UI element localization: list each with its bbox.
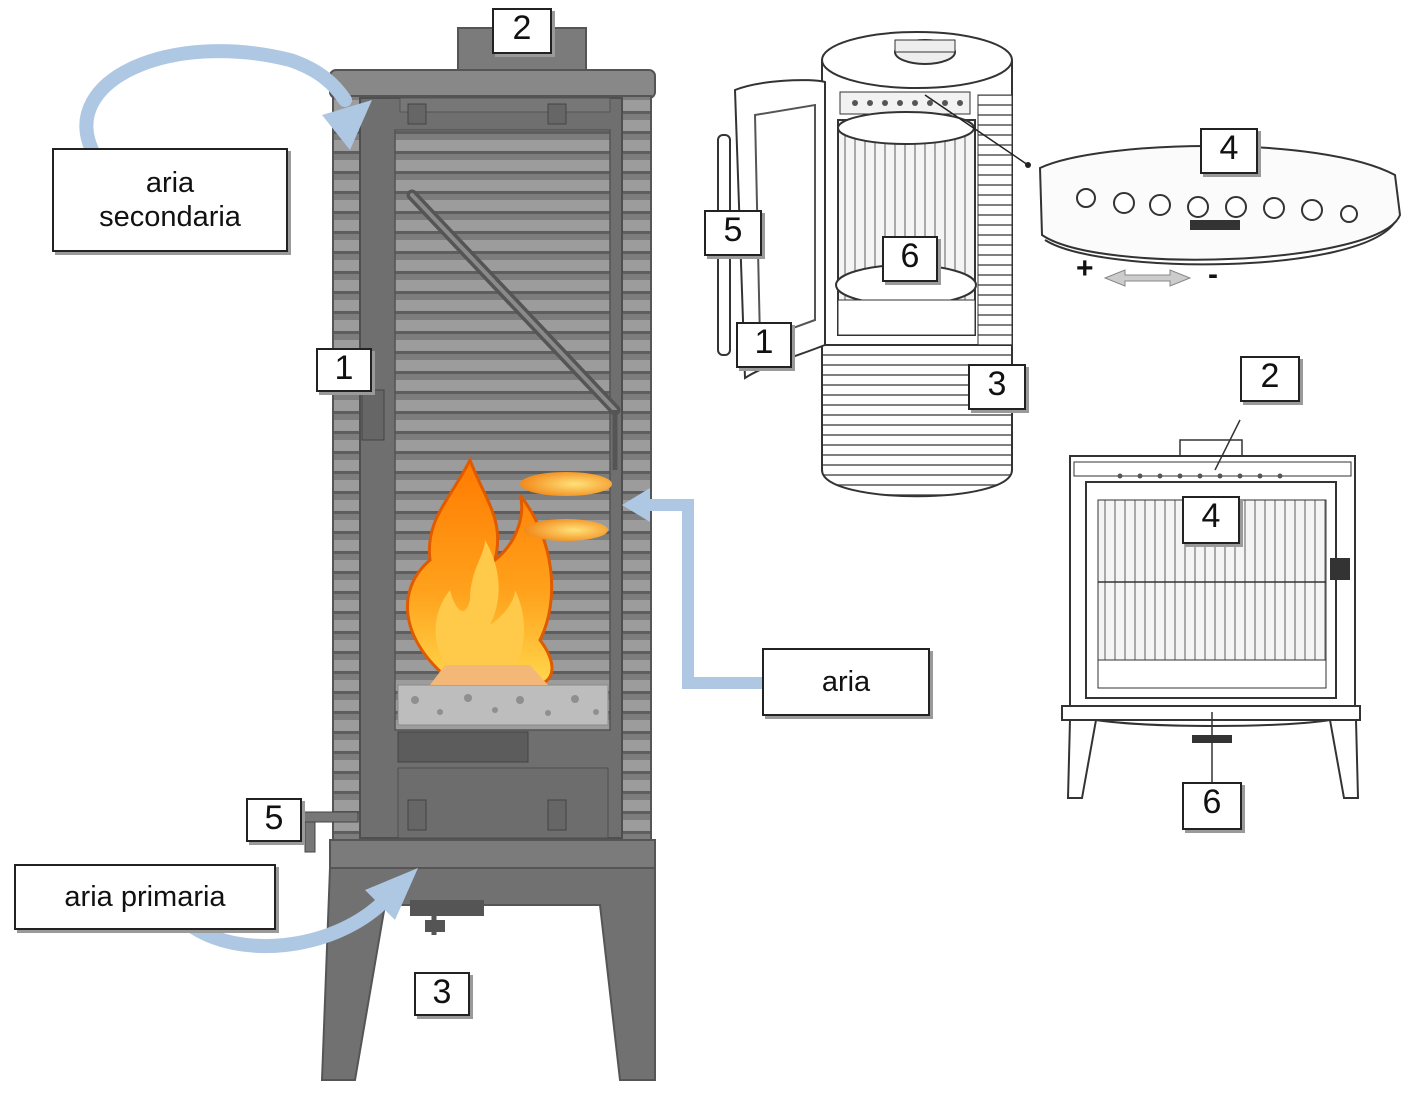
- callout-round-5: 5: [704, 210, 762, 256]
- callout-main-5: 5: [246, 798, 302, 842]
- callout-main-3: 3: [414, 972, 470, 1016]
- callout-box-6: 6: [1182, 782, 1242, 830]
- air-jet-upper: [520, 472, 612, 496]
- airflow-arrows: [79, 44, 765, 954]
- label-aria: aria: [762, 648, 930, 716]
- fire-flames: [406, 456, 554, 685]
- door-latch: [361, 389, 385, 441]
- plus-sign: +: [1076, 252, 1094, 285]
- callout-box-4: 4: [1182, 496, 1240, 544]
- callout-round-6: 6: [882, 236, 938, 282]
- ash-drawer: [397, 731, 529, 763]
- rect-stove: [1061, 419, 1361, 799]
- minus-sign: -: [1208, 258, 1218, 291]
- callout-main-1: 1: [316, 348, 372, 392]
- stove-base: [329, 839, 656, 869]
- ash-grate: [397, 684, 609, 726]
- label-aria-primaria: aria primaria: [14, 864, 276, 930]
- round-stove: [717, 31, 1031, 498]
- callout-round-3: 3: [968, 364, 1026, 410]
- primary-air-lever: [302, 811, 359, 823]
- callout-round-1: 1: [736, 322, 792, 368]
- stove-top-cap: [329, 69, 656, 99]
- side-air-arrow: [640, 499, 765, 689]
- primary-air-arrow: [183, 898, 387, 954]
- label-aria-secondaria: aria secondaria: [52, 148, 288, 252]
- callout-main-2: 2: [492, 8, 552, 54]
- main-stove: [302, 27, 656, 1081]
- air-control-detail: [1038, 145, 1402, 287]
- stove-legs: [320, 867, 656, 1081]
- secondary-air-arrow: [79, 44, 352, 157]
- callout-round-4: 4: [1200, 128, 1258, 174]
- air-jet-lower: [524, 519, 608, 541]
- callout-box-2: 2: [1240, 356, 1300, 402]
